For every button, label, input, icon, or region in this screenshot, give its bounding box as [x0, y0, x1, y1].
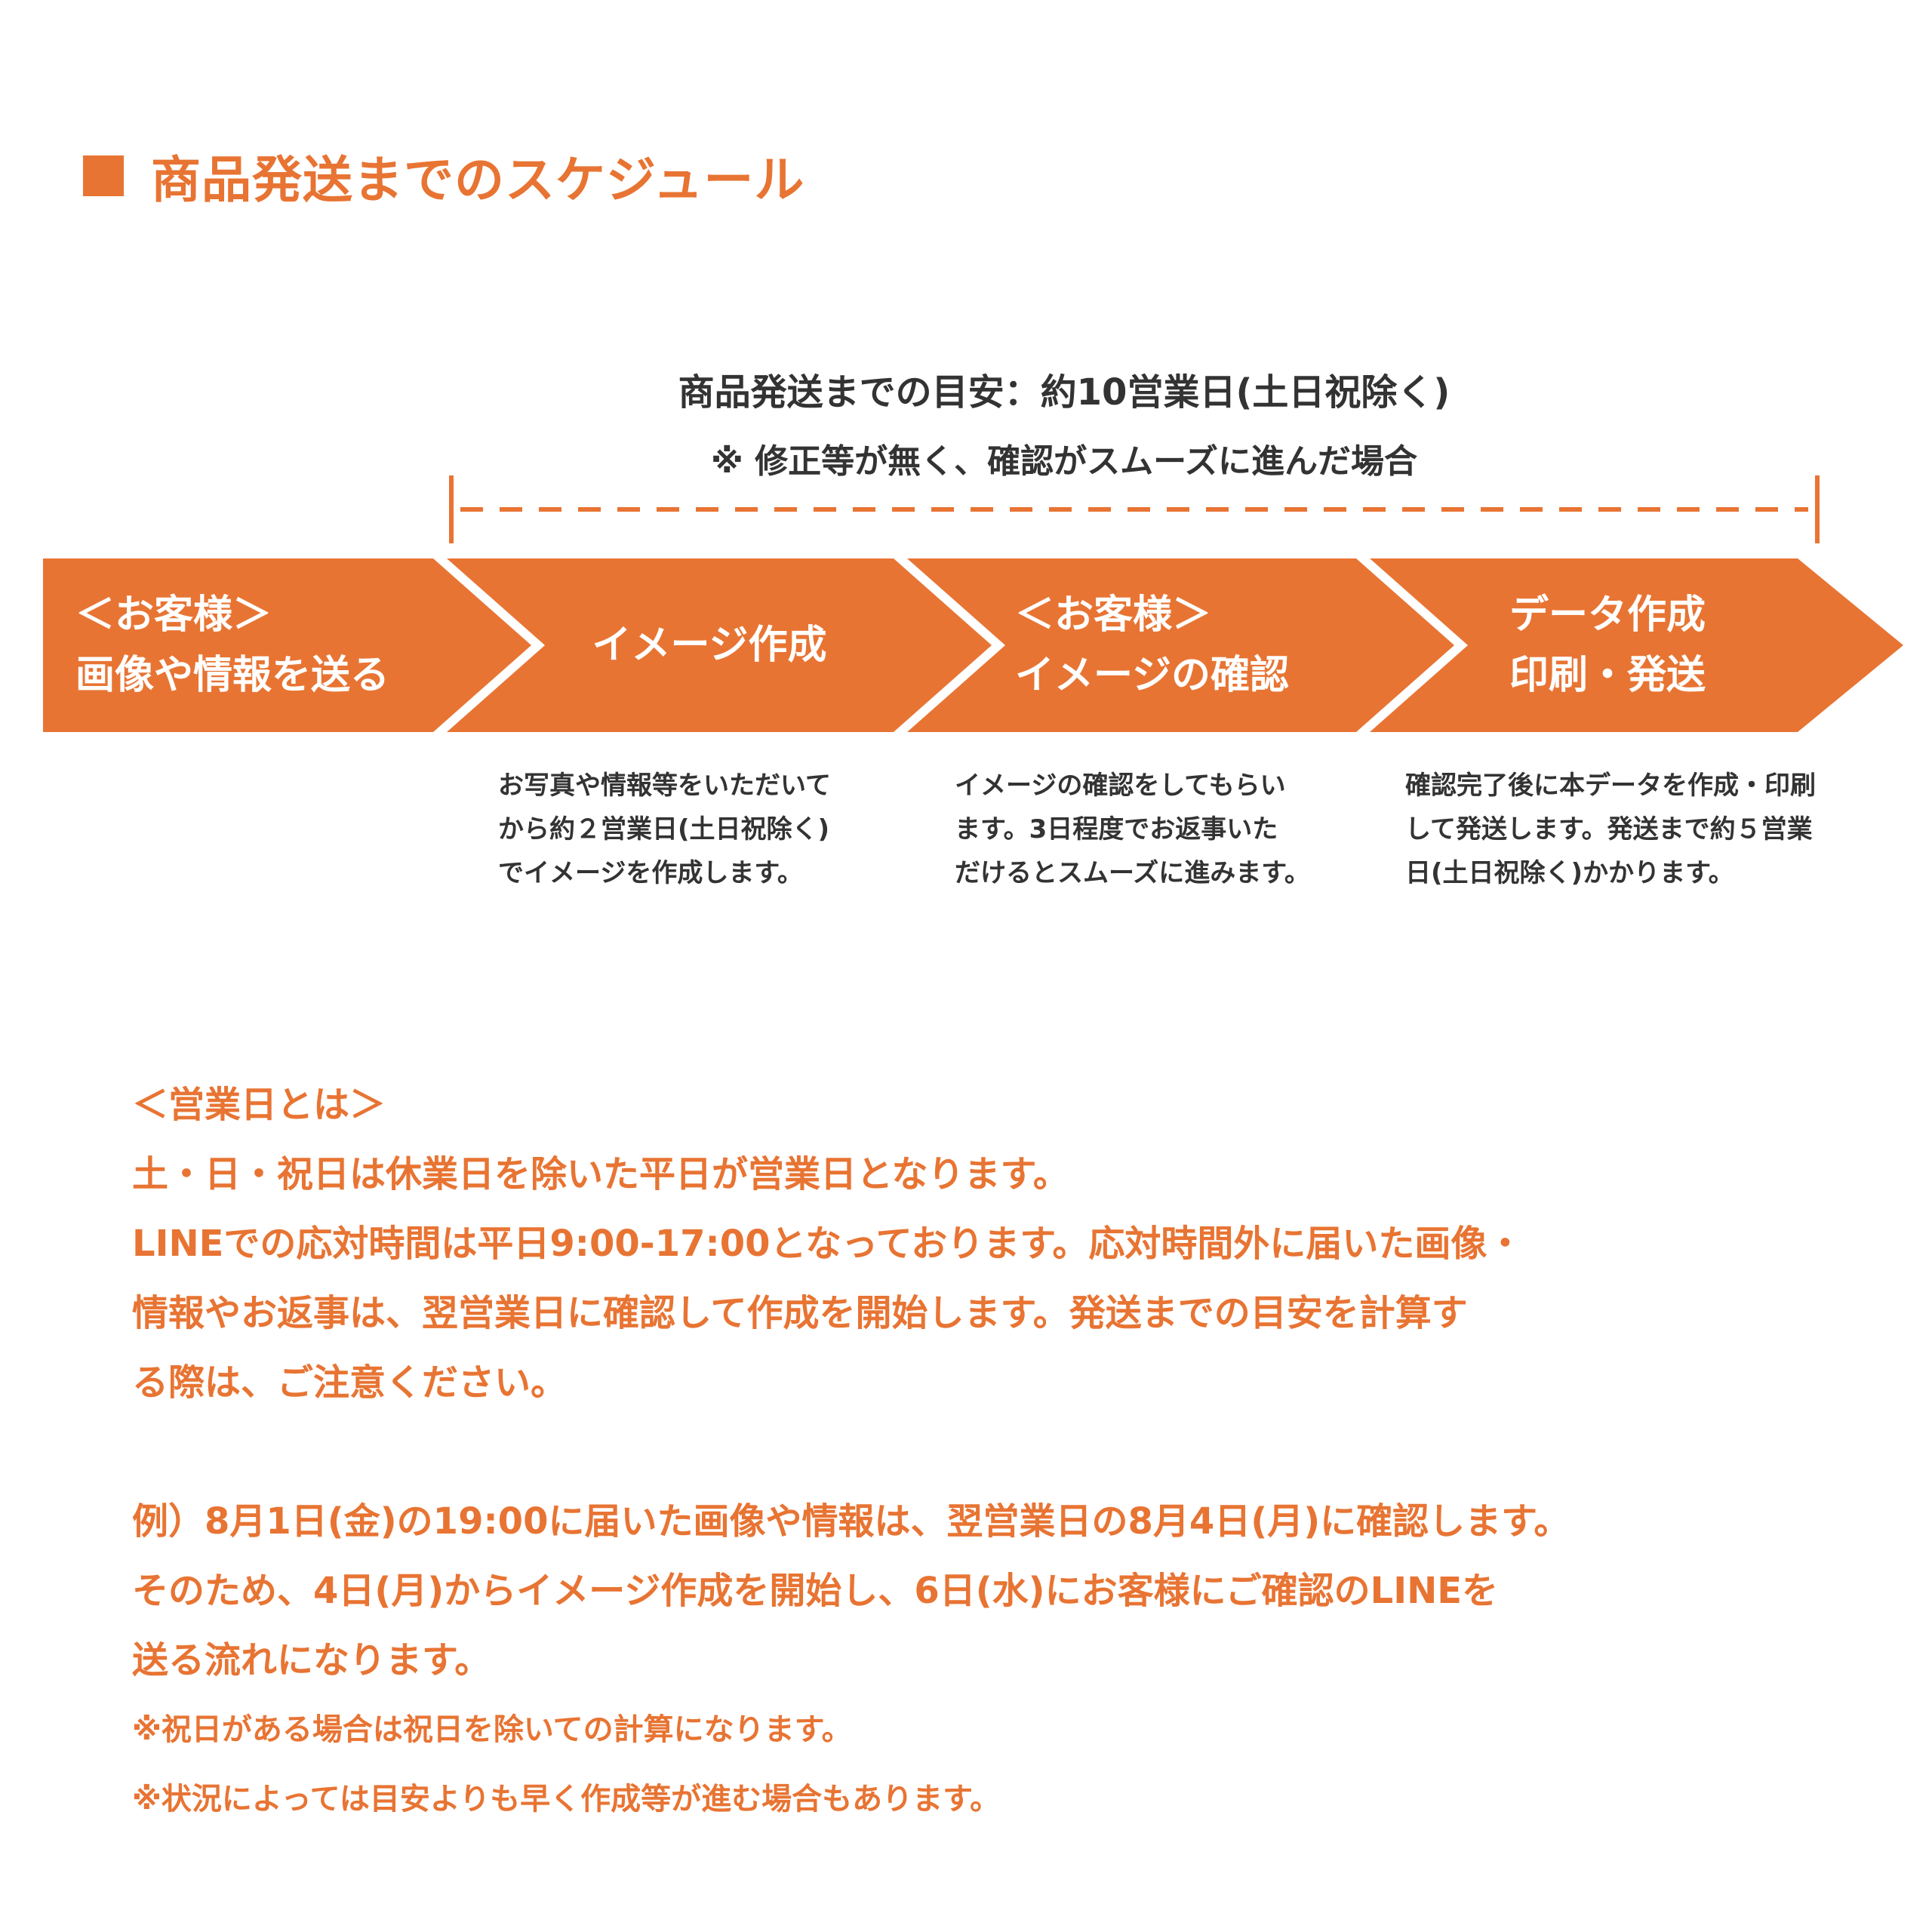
- step-4-label: データ作成 印刷・発送: [1457, 557, 1758, 734]
- info-line-1: 土・日・祝日は休業日を除いた平日が営業日となります。: [132, 1153, 1069, 1195]
- step-arrow-1: [43, 558, 531, 732]
- step-4-description: 確認完了後に本データを作成・印刷 して発送します。発送まで約５営業 日(土日祝除…: [1405, 771, 1816, 888]
- heading-title: 商品発送までのスケジュール: [151, 151, 805, 209]
- note-line-2: ※状況によっては目安よりも早く作成等が進む場合もあります。: [132, 1782, 1001, 1817]
- step-2-label: イメージ作成: [528, 557, 891, 734]
- business-day-info: ＜営業日とは＞ 土・日・祝日は休業日を除いた平日が営業日となります。 LINEで…: [132, 1070, 1868, 1834]
- step-2-line1: イメージ作成: [592, 623, 827, 668]
- info-line-4: る際は、ご注意ください。: [132, 1361, 568, 1404]
- step-arrow-3: [907, 558, 1454, 732]
- example-line-1: 例）8月1日(金)の19:00に届いた画像や情報は、翌営業日の8月4日(月)に確…: [132, 1500, 1571, 1543]
- example-line-3: 送る流れになります。: [132, 1639, 491, 1681]
- step-3-label: ＜お客様＞ イメージの確認: [1015, 557, 1392, 734]
- step-4-line1: データ作成: [1509, 592, 1706, 638]
- range-bracket: [449, 475, 1820, 543]
- step-3-line2: イメージの確認: [1015, 653, 1289, 698]
- info-spacer: [132, 1417, 1868, 1487]
- step-1-line1: ＜お客様＞: [75, 592, 272, 638]
- info-line-3: 情報やお返事は、翌営業日に確認して作成を開始します。発送までの目安を計算す: [132, 1292, 1468, 1334]
- step-1-line2: 画像や情報を送る: [75, 653, 390, 698]
- example-line-2: そのため、4日(月)からイメージ作成を開始し、6日(水)にお客様にご確認のLIN…: [132, 1570, 1499, 1612]
- step-arrow-2: [447, 558, 992, 732]
- note-line-1: ※祝日がある場合は祝日を除いての計算になります。: [132, 1712, 852, 1747]
- process-flow: [43, 558, 1903, 732]
- schedule-summary-note: ※ 修正等が無く、確認がスムーズに進んだ場合: [711, 442, 1417, 481]
- step-3-line1: ＜お客様＞: [1015, 592, 1212, 638]
- info-line-2: LINEでの応対時間は平日9:00-17:00となっております。応対時間外に届い…: [132, 1223, 1524, 1265]
- info-heading: ＜営業日とは＞: [132, 1084, 386, 1126]
- schedule-summary-title: 商品発送までの目安：約10営業日(土日祝除く): [678, 371, 1451, 414]
- step-arrow-4: [1370, 558, 1903, 732]
- section-heading: 商品発送までのスケジュール: [83, 140, 804, 212]
- step-1-label: ＜お客様＞ 画像や情報を送る: [75, 557, 468, 734]
- step-3-description: イメージの確認をしてもらい ます。3日程度でお返事いた だけるとスムーズに進みま…: [955, 771, 1310, 888]
- step-4-line2: 印刷・発送: [1509, 653, 1706, 698]
- heading-square-marker: [83, 155, 124, 196]
- step-2-description: お写真や情報等をいただいて から約２営業日(土日祝除く) でイメージを作成します…: [498, 771, 831, 888]
